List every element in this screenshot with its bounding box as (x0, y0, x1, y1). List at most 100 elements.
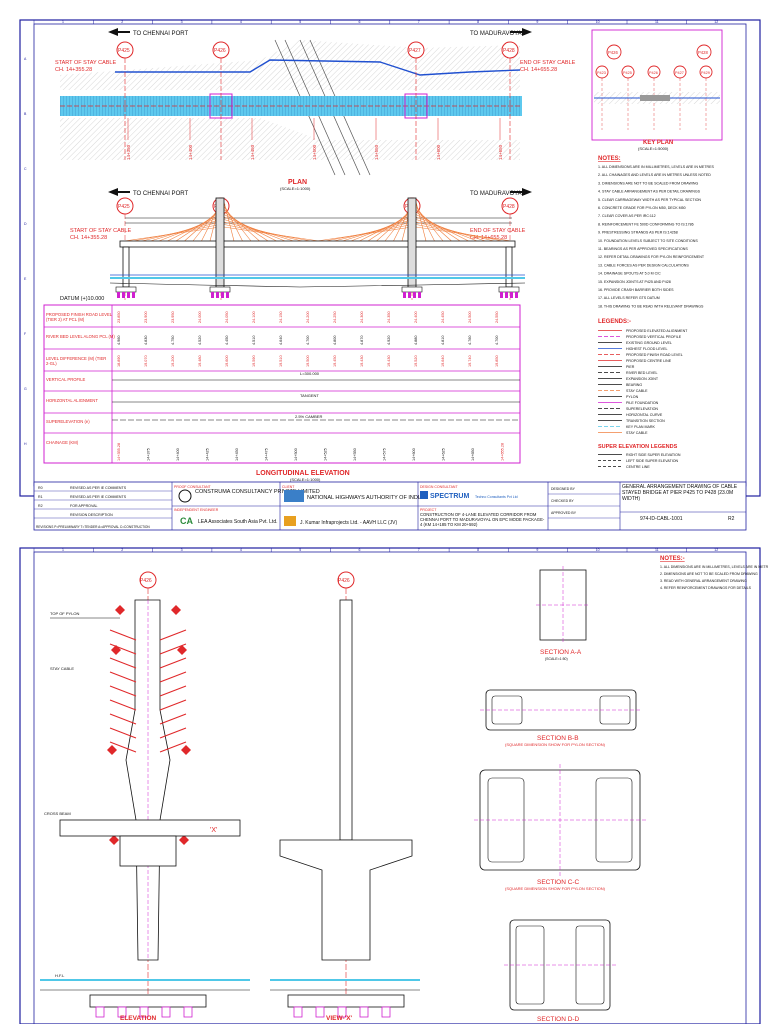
grid-col-label: 10 (596, 548, 600, 552)
notes-title-2: NOTES:- (660, 556, 685, 562)
grid-col-label: 1 (62, 548, 64, 552)
client-label: CLIENT (282, 485, 295, 489)
datum-label: DATUM (+)10.000 (60, 296, 104, 302)
section-a-scale: (SCALE=1:50) (545, 657, 568, 661)
pile (221, 292, 224, 298)
pile (117, 1006, 127, 1018)
pile (381, 1006, 391, 1018)
table-cell: 19.200 (171, 355, 175, 367)
table-cell: 4.750 (171, 335, 175, 345)
note-item: 8. REINFORCEMENT FE 500D CONFORMING TO I… (598, 222, 694, 226)
longitudinal-elevation: TO CHENNAI PORT TO MADURAVOYAL P425P426P… (60, 188, 532, 302)
table-cell: 4.880 (414, 335, 418, 345)
plan-chainage-label: 14+600 (436, 144, 441, 160)
profile-table: PROPOSED FINISH ROAD LEVEL (TIER 2) AT P… (43, 304, 521, 482)
note-item: 3. DIMENSIONS ARE NOT TO BE SCALED FROM … (598, 181, 699, 185)
section-c-sub: (SQUARE DIMENSION SHOW FOR PYLON SECTION… (505, 886, 606, 891)
table-cell: 24.150 (279, 311, 283, 323)
elev-dir-left: TO CHENNAI PORT (133, 191, 188, 197)
anchor-cable (159, 699, 187, 711)
table-row-label: CHAINAGE (KM) (46, 440, 79, 445)
table-cell: 24.350 (387, 311, 391, 323)
grid-row-label: F (24, 332, 26, 336)
note-item: 10. FOUNDATION LEVELS SUBJECT TO SITE CO… (598, 239, 698, 243)
pile-cap (115, 286, 137, 293)
pile (505, 292, 508, 298)
legend-item: HORIZONTAL CURVE (626, 413, 663, 417)
spectrum-sub: Techno Consultants Pvt Ltd (475, 495, 518, 499)
pier-p425 (122, 246, 130, 288)
anchor-cable (109, 685, 137, 697)
table-cell: 24.000 (198, 311, 202, 323)
table-cell: 19.500 (306, 355, 310, 367)
legend-item: EXISTING GROUND LEVEL (626, 341, 672, 345)
pile (418, 292, 421, 298)
plan-chainage-label: 14+450 (250, 144, 255, 160)
revision-number: R2 (728, 516, 735, 522)
marker-diamond (109, 835, 119, 845)
chainage-cell: 14+355.28 (117, 443, 121, 461)
table-cell: 4.700 (306, 335, 310, 345)
pier-bubble (116, 197, 134, 215)
construma-logo (178, 489, 192, 503)
note-item: 6. CONCRETE GRADE FOR PYLON M50, DECK M5… (598, 206, 686, 210)
legend-item: PROPOSED ELEVATED ALIGNMENT (626, 329, 688, 333)
anchor-cable (159, 629, 187, 641)
table-cell: 24.300 (360, 311, 364, 323)
direction-left: TO CHENNAI PORT (108, 28, 188, 37)
key-pier-label: P425 (623, 71, 632, 75)
chainage-cell: 14+525 (324, 448, 328, 461)
note-item: 1. ALL DIMENSIONS ARE IN MILLIMETRES, LE… (598, 165, 715, 169)
pile (216, 292, 219, 298)
table-cell: 4.510 (252, 335, 256, 345)
stay-cable (415, 221, 495, 242)
section-a-title: SECTION A-A (540, 649, 582, 656)
legend-title: LEGENDS:- (598, 319, 631, 325)
proof-consultant-label: PROOF CONSULTANT (174, 485, 211, 489)
pier-label: P428 (503, 48, 515, 54)
table-row-label-cont: (TIER 2) AT PCL (M) (46, 317, 85, 322)
note-item: 7. CLEAR COVER AS PER IRC:112 (598, 214, 656, 218)
grid-col-label: 3 (181, 20, 183, 24)
grid-col-label: 8 (477, 548, 479, 552)
pile (510, 292, 513, 298)
grid-col-label: 10 (596, 20, 600, 24)
pile (122, 292, 125, 298)
revision-code: R1 (38, 495, 43, 499)
table-cell: 19.740 (468, 355, 472, 367)
legend-item: PROPOSED FINISH ROAD LEVEL (626, 353, 683, 357)
table-cell: 4.760 (468, 335, 472, 345)
grid-col-label: 11 (655, 548, 659, 552)
elev-end-ch: CH. 14+655.28 (470, 235, 507, 241)
grid-row-label: E (24, 277, 27, 281)
pier-bubble (501, 197, 519, 215)
grid-row-label: H (24, 442, 27, 446)
legend-item: EXPANSION JOINT (626, 377, 659, 381)
pile (183, 1006, 193, 1018)
ie-label: INDEPENDENT ENGINEER (174, 508, 219, 512)
anchor-cable (159, 685, 187, 697)
pile-cap (498, 286, 520, 293)
table-cell: 19.070 (144, 355, 148, 367)
table-cell: 23.950 (171, 311, 175, 323)
anchor-cable (159, 727, 187, 739)
key-pier-label: P429 (701, 71, 710, 75)
stay-cable (223, 206, 252, 242)
grid-row-label: G (24, 387, 27, 391)
anchor-cable (109, 643, 137, 655)
anchor-cable (109, 629, 137, 641)
plan-scale: (SCALE=1:1000) (280, 186, 311, 191)
note-item-2: 2. DIMENSIONS ARE NOT TO BE SCALED FROM … (660, 572, 758, 576)
grid-col-label: 1 (62, 20, 64, 24)
long-elev-title: LONGITUDINAL ELEVATION (256, 470, 350, 477)
legend-item: PROPOSED VERTICAL PROFILE (626, 335, 682, 339)
pier-bubble (501, 41, 519, 59)
table-cell: 24.500 (468, 311, 472, 323)
section-a: SECTION A-A (SCALE=1:50) (536, 566, 590, 661)
key-pier-label: P423 (597, 71, 606, 75)
pile (293, 1006, 303, 1018)
revision-code: R2 (38, 504, 43, 508)
